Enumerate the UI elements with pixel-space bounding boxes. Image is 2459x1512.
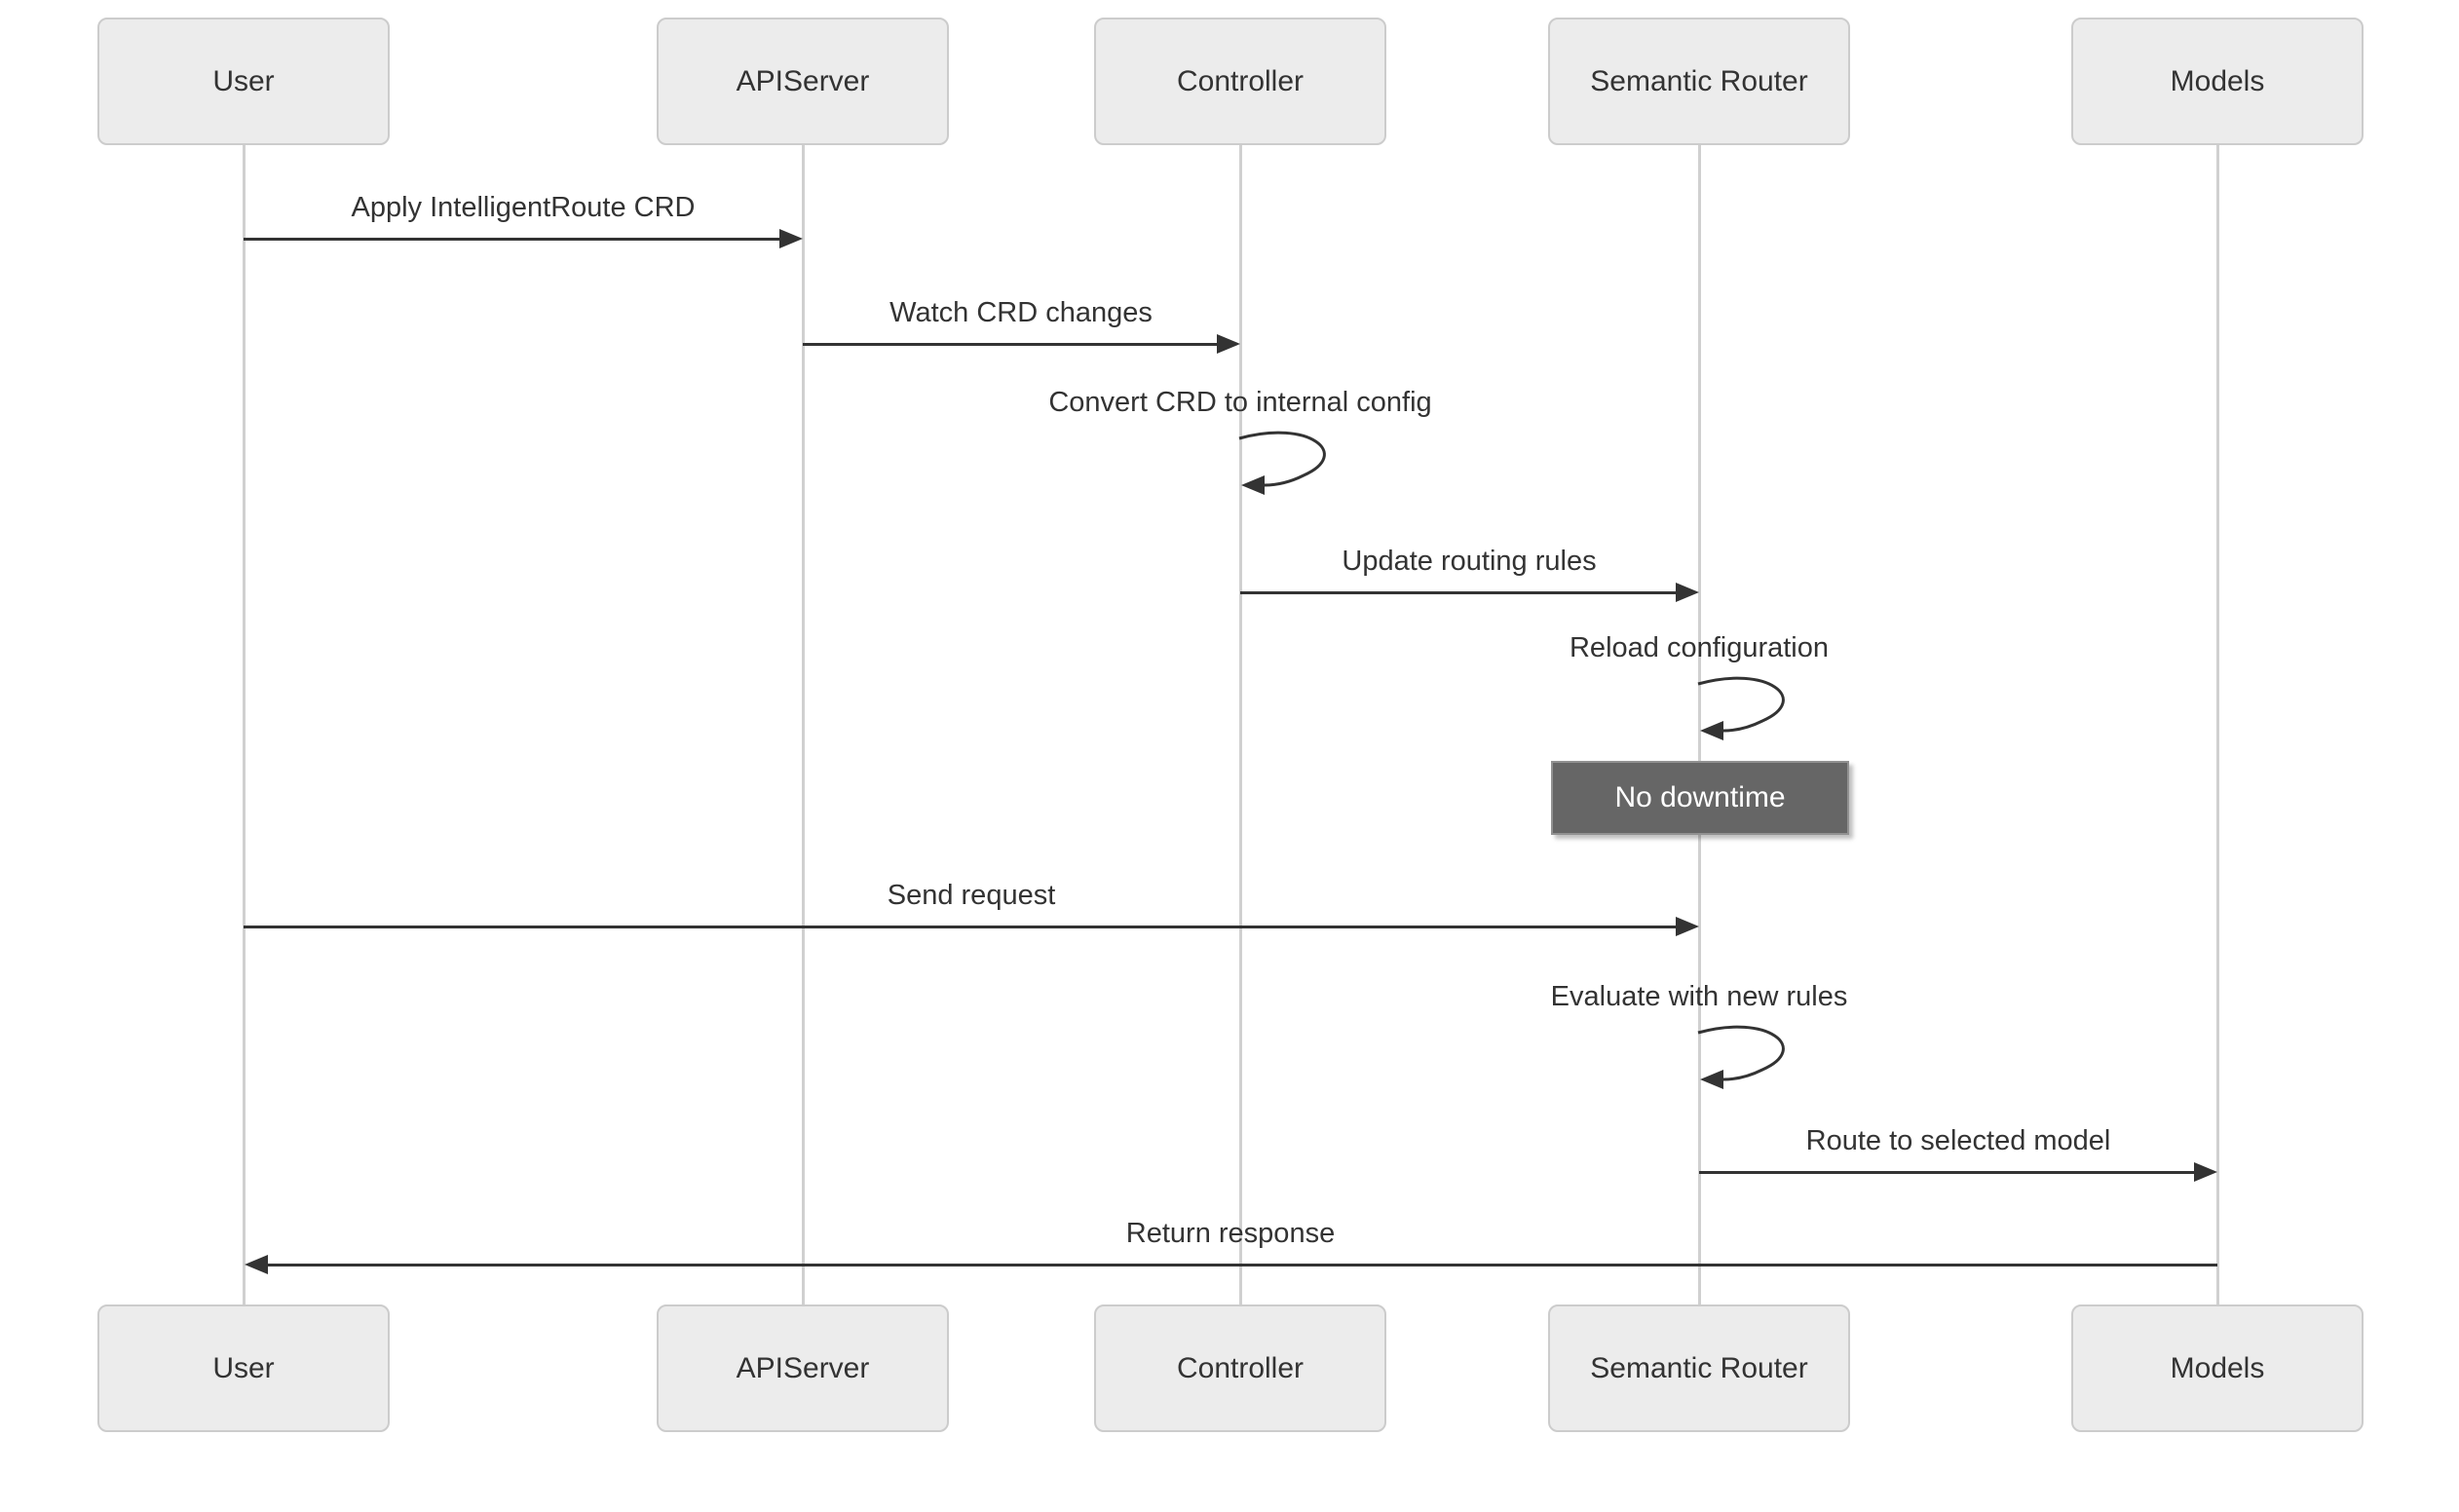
actor-top-controller: Controller bbox=[1094, 18, 1386, 145]
message-label-evaluate-with-new-rules: Evaluate with new rules bbox=[1550, 981, 1848, 1012]
arrowhead-right bbox=[1676, 917, 1699, 936]
actor-top-models: Models bbox=[2071, 18, 2364, 145]
lifeline-models bbox=[2216, 145, 2219, 1304]
message-label-update-routing-rules: Update routing rules bbox=[1342, 546, 1597, 577]
message-line bbox=[1699, 1171, 2194, 1174]
actor-top-user: User bbox=[97, 18, 390, 145]
message-label-convert-crd: Convert CRD to internal config bbox=[1048, 387, 1432, 418]
message-line bbox=[244, 238, 783, 241]
message-line bbox=[267, 1264, 2217, 1266]
lifeline-user bbox=[243, 145, 246, 1304]
message-label-watch-crd-changes: Watch CRD changes bbox=[889, 297, 1153, 328]
lifeline-apiserver bbox=[802, 145, 805, 1304]
message-label-reload-configuration: Reload configuration bbox=[1569, 632, 1830, 663]
actor-bottom-semantic-router: Semantic Router bbox=[1548, 1304, 1850, 1432]
self-loop-arrow bbox=[1697, 1025, 1785, 1089]
lifeline-semantic-router bbox=[1698, 145, 1701, 1304]
message-label-route-to-selected-model: Route to selected model bbox=[1805, 1125, 2111, 1156]
arrowhead-right bbox=[1676, 583, 1699, 602]
self-loop-arrow bbox=[1697, 676, 1785, 740]
arrowhead-right bbox=[779, 229, 803, 248]
self-loop-arrow bbox=[1238, 431, 1326, 495]
actor-top-apiserver: APIServer bbox=[657, 18, 949, 145]
message-label-send-request: Send request bbox=[887, 880, 1056, 911]
message-line bbox=[1240, 591, 1676, 594]
message-line bbox=[244, 926, 1676, 928]
actor-bottom-apiserver: APIServer bbox=[657, 1304, 949, 1432]
lifeline-controller bbox=[1239, 145, 1242, 1304]
arrowhead-right bbox=[1217, 334, 1240, 354]
message-label-return-response: Return response bbox=[1125, 1218, 1336, 1249]
actor-bottom-controller: Controller bbox=[1094, 1304, 1386, 1432]
note-no-downtime: No downtime bbox=[1551, 761, 1849, 835]
actor-bottom-user: User bbox=[97, 1304, 390, 1432]
message-line bbox=[803, 343, 1221, 346]
actor-top-semantic-router: Semantic Router bbox=[1548, 18, 1850, 145]
arrowhead-right bbox=[2194, 1162, 2217, 1182]
actor-bottom-models: Models bbox=[2071, 1304, 2364, 1432]
message-label-apply-intelligentroute-crd: Apply IntelligentRoute CRD bbox=[351, 192, 696, 223]
arrowhead-left bbox=[245, 1255, 268, 1274]
